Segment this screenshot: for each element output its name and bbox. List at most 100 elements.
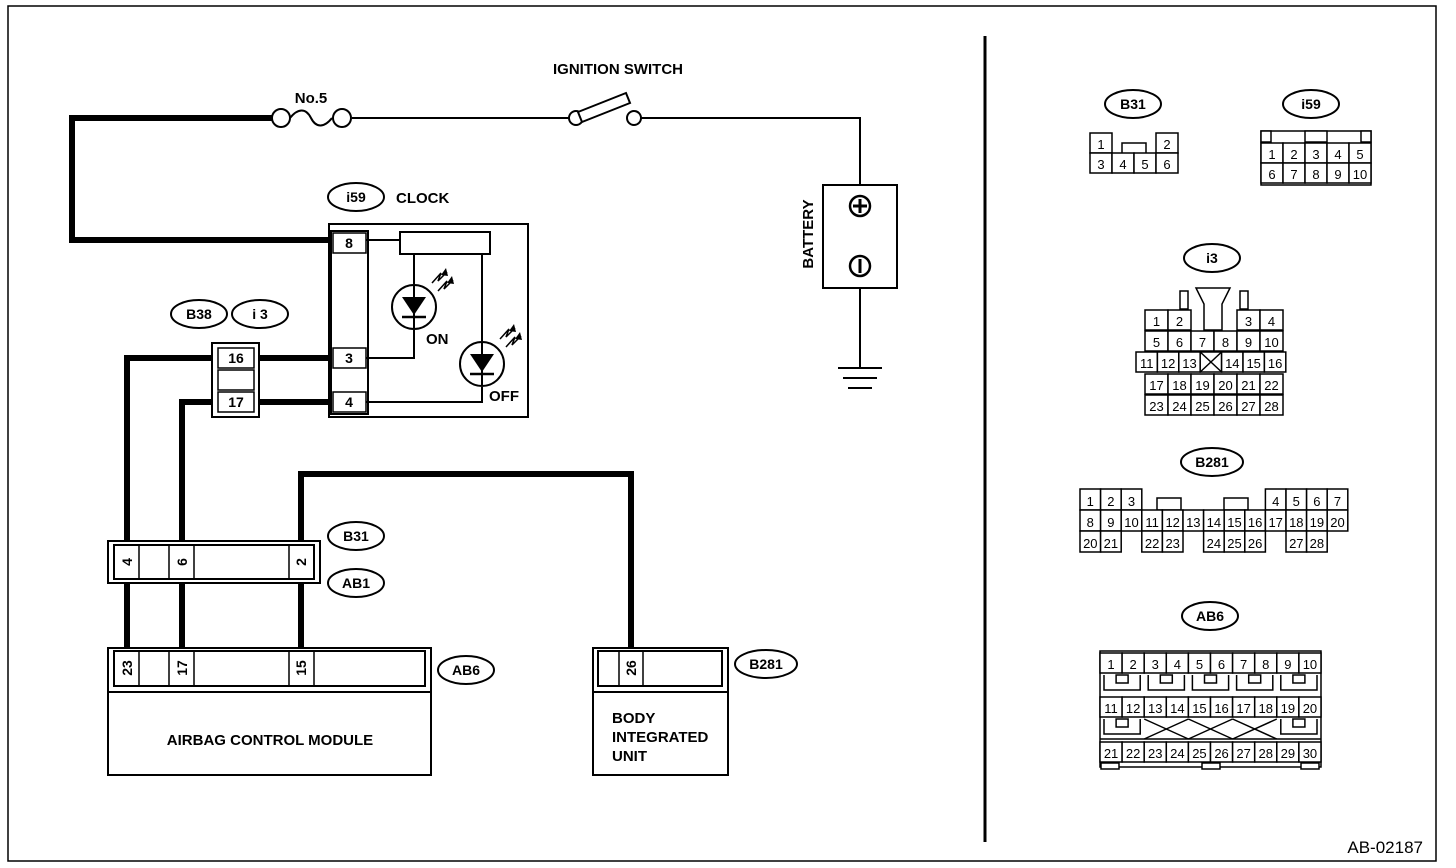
joint-pin-16: 16 — [228, 350, 244, 366]
view-ab6-latch-mid-left — [1103, 719, 1141, 735]
view-i59-pin-1: 1 — [1268, 147, 1275, 162]
switch-blade — [576, 91, 632, 124]
body-unit-label-line-2: INTEGRATED — [612, 729, 709, 746]
view-b281-pin-21-box — [1099, 530, 1122, 553]
view-ab6-pin-15: 15 — [1192, 701, 1206, 716]
view-i3-pin-26: 26 — [1218, 399, 1232, 414]
view-b31-pin-5: 5 — [1141, 157, 1148, 172]
view-ab6-pin-18: 18 — [1259, 701, 1273, 716]
fuse-terminal-right — [332, 108, 352, 128]
body-unit-connector-label: B281 — [749, 656, 783, 672]
body-unit-connector-strip — [597, 650, 723, 687]
view-b31-pin-6: 6 — [1163, 157, 1170, 172]
view-i3-pin-27: 27 — [1241, 399, 1255, 414]
wires — [69, 115, 861, 651]
view-i3-pin-25: 25 — [1195, 399, 1209, 414]
view-ab6-pin-9: 9 — [1284, 657, 1291, 672]
view-ab6-cross-b-3 — [1232, 718, 1278, 740]
view-b281-pin-26-box — [1244, 530, 1267, 553]
view-ab6-pin-2: 2 — [1130, 657, 1137, 672]
view-ab6-pin-5: 5 — [1196, 657, 1203, 672]
view-b281-pin-9: 9 — [1107, 515, 1114, 530]
view-i3-pin-20: 20 — [1218, 378, 1232, 393]
wire-b31-2-to-b281-26 — [298, 471, 634, 651]
view-i3-pin-10-box — [1259, 330, 1284, 352]
view-i59-pin-9: 9 — [1334, 167, 1341, 182]
view-b31-pin-6-box — [1155, 152, 1179, 174]
wire-fuse-to-clock-8 — [69, 115, 331, 243]
view-i3-pin-24: 24 — [1172, 399, 1186, 414]
view-ab6-label: AB6 — [1196, 608, 1224, 624]
view-ab6-latch-mid-left-tab — [1115, 718, 1129, 728]
view-b281-pin-25: 25 — [1227, 536, 1241, 551]
view-b281-pin-14: 14 — [1207, 515, 1221, 530]
view-b281-pin-3: 3 — [1128, 494, 1135, 509]
view-i59-tab-mid — [1304, 130, 1328, 143]
led-off-icon — [459, 324, 522, 387]
view-i59-oval — [1282, 89, 1340, 119]
airbag-module-label: AIRBAG CONTROL MODULE — [167, 732, 373, 749]
view-ab6-pin-29: 29 — [1281, 746, 1295, 761]
view-i3-pin-21: 21 — [1241, 378, 1255, 393]
view-b31-pin-4: 4 — [1119, 157, 1126, 172]
view-i59-pin-10-box — [1348, 162, 1372, 184]
view-i59-tab-left — [1260, 130, 1272, 143]
view-ab6-pin-16: 16 — [1214, 701, 1228, 716]
view-i59-pin-7: 7 — [1290, 167, 1297, 182]
view-i3-pin-28-box — [1259, 394, 1284, 416]
view-ab6-pin-21: 21 — [1104, 746, 1118, 761]
view-ab6-pin-7: 7 — [1240, 657, 1247, 672]
view-b31-oval — [1104, 89, 1162, 119]
wire-joint-16-to-b31-4 — [124, 355, 216, 545]
led-off-label: OFF — [489, 388, 519, 405]
view-ab6-pin-14: 14 — [1170, 701, 1184, 716]
view-i3-pin-10: 10 — [1264, 335, 1278, 350]
view-i3-pin-16-box — [1263, 351, 1287, 373]
view-i3-pin-4-box — [1259, 309, 1284, 331]
wire-switch-to-battery — [641, 117, 861, 185]
view-i3-pin-17: 17 — [1149, 378, 1163, 393]
view-b281-pin-24: 24 — [1207, 536, 1221, 551]
view-i59-pin-8: 8 — [1312, 167, 1319, 182]
view-ab6-pin-10: 10 — [1303, 657, 1317, 672]
body-unit-label-line-1: BODY — [612, 710, 655, 727]
view-i3-pin-13: 13 — [1182, 356, 1196, 371]
view-i3-pin-15: 15 — [1246, 356, 1260, 371]
view-ab6-cross-b-1 — [1143, 718, 1189, 740]
view-i3-pin-4: 4 — [1268, 314, 1275, 329]
view-b281-pin-22: 22 — [1145, 536, 1159, 551]
clock-pin-3: 3 — [345, 350, 353, 366]
view-i3-pin-8: 8 — [1222, 335, 1229, 350]
view-ab6-foot-mid — [1201, 762, 1221, 770]
view-b281-pin-8: 8 — [1087, 515, 1094, 530]
view-i59-pin-2: 2 — [1290, 147, 1297, 162]
view-b281-pin-1: 1 — [1087, 494, 1094, 509]
body-integrated-unit: 26 B281 BODY INTEGRATED UNIT — [592, 647, 798, 776]
view-i3-pin-1: 1 — [1153, 314, 1160, 329]
view-b281-pin-28-box — [1305, 530, 1328, 553]
view-ab6-latch-top-tab-3 — [1203, 674, 1218, 684]
view-ab6-pin-17: 17 — [1236, 701, 1250, 716]
view-b281-pin-27: 27 — [1289, 536, 1303, 551]
view-i3-pin-2: 2 — [1176, 314, 1183, 329]
view-b281-pin-5: 5 — [1293, 494, 1300, 509]
view-ab6-pin-28: 28 — [1259, 746, 1273, 761]
view-b281-pin-12: 12 — [1165, 515, 1179, 530]
view-i3-label: i3 — [1206, 250, 1218, 266]
clock-internal-wire-on-return — [366, 330, 415, 359]
view-b281-pin-13: 13 — [1186, 515, 1200, 530]
view-i3-pin-11: 11 — [1140, 356, 1154, 371]
view-i3-pin-22: 22 — [1264, 378, 1278, 393]
harness-label-b31: B31 — [343, 528, 369, 544]
airbag-control-module: 23 17 15 AB6 AIRBAG CONTROL MODULE — [107, 647, 495, 776]
airbag-connector-strip — [113, 650, 426, 687]
view-ab6-pin-1: 1 — [1107, 657, 1114, 672]
view-b281-pin-19: 19 — [1310, 515, 1324, 530]
view-ab6-pin-30-box — [1298, 741, 1322, 763]
view-ab6-cross-b-2 — [1188, 718, 1233, 740]
switch-terminal-right — [626, 110, 642, 126]
view-ab6-pin-23: 23 — [1148, 746, 1162, 761]
view-i3-pin-28: 28 — [1264, 399, 1278, 414]
view-b281-pin-18: 18 — [1289, 515, 1303, 530]
